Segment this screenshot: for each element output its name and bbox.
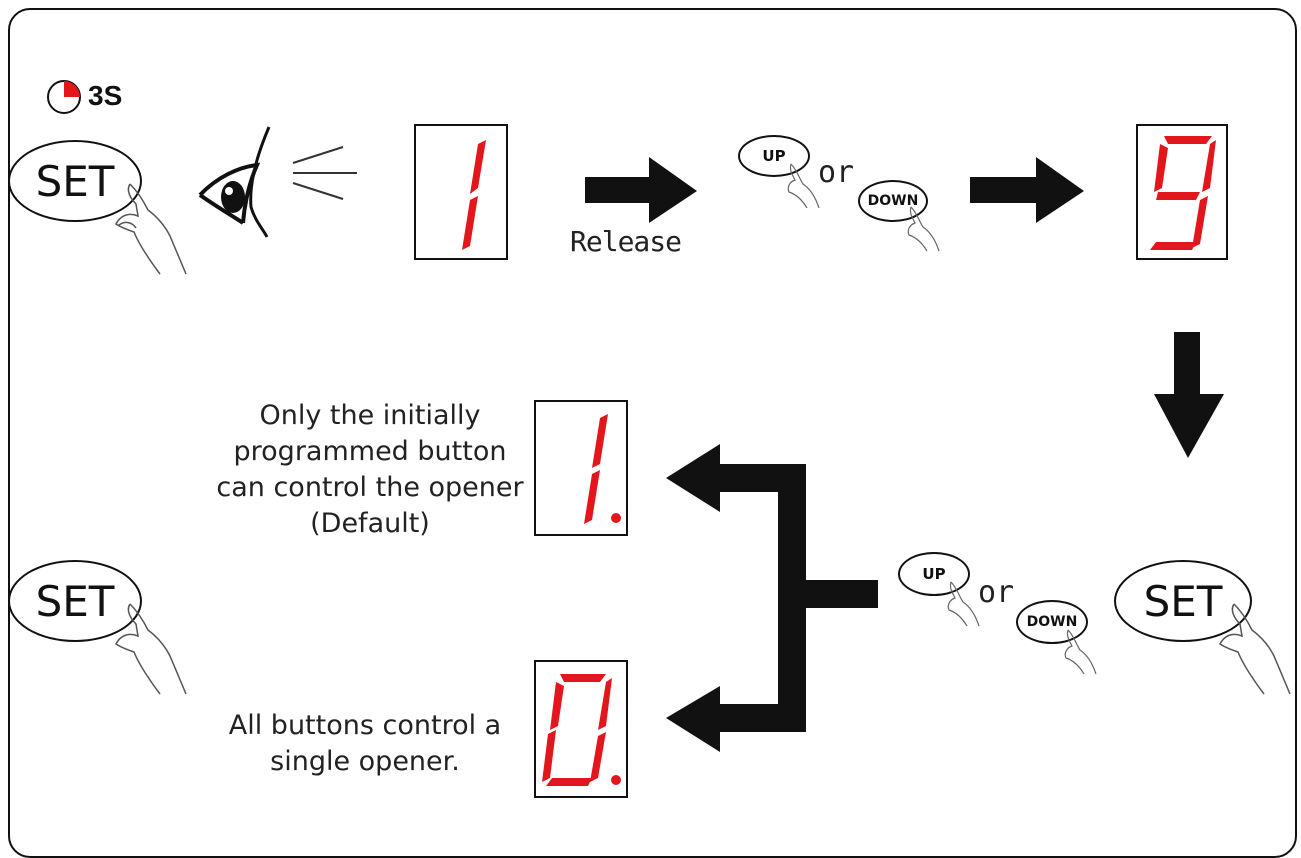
eye-icon bbox=[198, 126, 357, 238]
caption-line: programmed button bbox=[233, 436, 507, 467]
display-2 bbox=[1136, 124, 1228, 260]
digit-1-dot-segments bbox=[584, 414, 621, 524]
up-button-2[interactable]: UP bbox=[898, 552, 970, 596]
digit-1-segments bbox=[462, 140, 486, 250]
or-label-2: or bbox=[978, 575, 1015, 610]
caption-option-one: Only the initially programmed button can… bbox=[200, 398, 540, 542]
pointing-hand-icon bbox=[1219, 603, 1291, 695]
caption-line: Only the initially bbox=[259, 400, 481, 431]
arrow-right-1 bbox=[585, 157, 697, 223]
caption-option-zero: All buttons control a single opener. bbox=[200, 708, 530, 780]
digit-9-segments bbox=[1150, 136, 1216, 250]
arrow-right-2 bbox=[970, 157, 1084, 223]
pointing-hand-icon bbox=[787, 163, 820, 209]
timer-label: 3S bbox=[88, 80, 123, 111]
set-button-confirm[interactable]: SET bbox=[1114, 560, 1252, 642]
set-button-press-hold[interactable]: SET bbox=[8, 140, 142, 222]
pointing-hand-icon bbox=[1064, 629, 1097, 675]
caption-line: (Default) bbox=[310, 508, 430, 539]
branch-arrows bbox=[666, 444, 878, 752]
pointing-hand-icon bbox=[115, 603, 187, 695]
up-button[interactable]: UP bbox=[738, 135, 810, 177]
arrow-down bbox=[1154, 332, 1224, 458]
display-4 bbox=[534, 660, 628, 798]
caption-line: single opener. bbox=[270, 746, 460, 777]
caption-line: All buttons control a bbox=[228, 710, 502, 741]
set-button-exit[interactable]: SET bbox=[8, 560, 142, 642]
display-1 bbox=[414, 124, 508, 260]
timer-icon bbox=[47, 80, 81, 114]
digit-0-dot-segments bbox=[542, 674, 621, 786]
down-button-2[interactable]: DOWN bbox=[1016, 600, 1088, 644]
caption-line: can control the opener bbox=[216, 472, 524, 503]
pointing-hand-icon bbox=[115, 183, 187, 275]
pointing-hand-icon bbox=[907, 206, 940, 252]
display-3 bbox=[534, 400, 628, 536]
release-label: Release bbox=[570, 225, 682, 258]
pointing-hand-icon bbox=[947, 581, 980, 627]
or-label-1: or bbox=[818, 155, 855, 190]
